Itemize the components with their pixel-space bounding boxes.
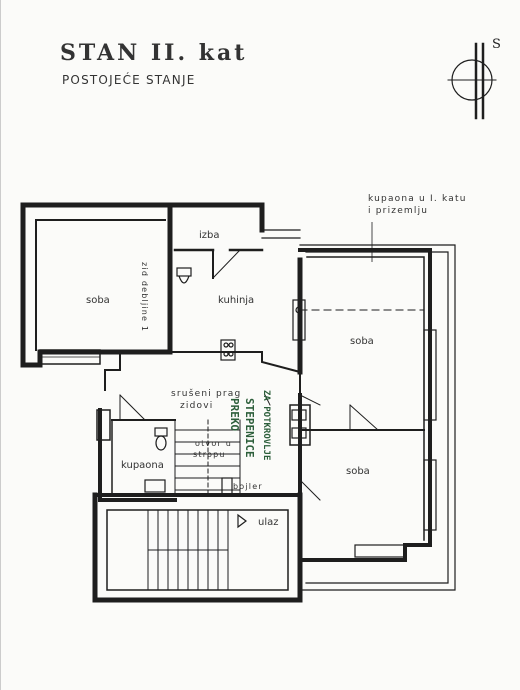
- room-label-soba-left: soba: [86, 295, 110, 306]
- note-otvor-line2: stropu: [193, 450, 226, 459]
- room-label-ulaz: ulaz: [258, 517, 279, 528]
- room-label-izba: izba: [199, 230, 220, 241]
- room-label-soba-upper-right: soba: [350, 336, 374, 347]
- north-arrow-icon: [447, 42, 497, 120]
- toilet-icon: [154, 267, 192, 451]
- note-bojler: bojler: [233, 482, 263, 491]
- note-demolished-line2: zidovi: [180, 401, 214, 411]
- handwritten-note-2: STEPENICE: [243, 398, 256, 458]
- room-label-soba-lower-right: soba: [346, 466, 370, 477]
- note-demolished-line1: srušeni prag: [171, 389, 242, 399]
- note-kupaona-line2: i prizemlju: [368, 206, 429, 216]
- plan-subtitle: POSTOJEĆE STANJE: [62, 73, 196, 87]
- sink-icon: [292, 299, 306, 341]
- plan-title: STAN II. kat: [60, 40, 248, 66]
- stove-icon: [220, 339, 236, 361]
- room-label-kupaona: kupaona: [121, 460, 164, 471]
- note-kupaona-line1: kupaona u I. katu: [368, 194, 467, 204]
- handwritten-note-3: ZA POTKROVLJE: [261, 390, 271, 461]
- note-otvor-line1: otvor u: [195, 439, 232, 448]
- note-wall-thickness: zid debljine 1: [140, 262, 149, 333]
- north-label: S: [492, 37, 501, 52]
- washbasin-icon: [144, 409, 307, 495]
- entry-arrow-icon: [237, 513, 247, 529]
- handwritten-note-1: PREKO: [228, 398, 241, 432]
- room-label-kuhinja: kuhinja: [218, 295, 255, 306]
